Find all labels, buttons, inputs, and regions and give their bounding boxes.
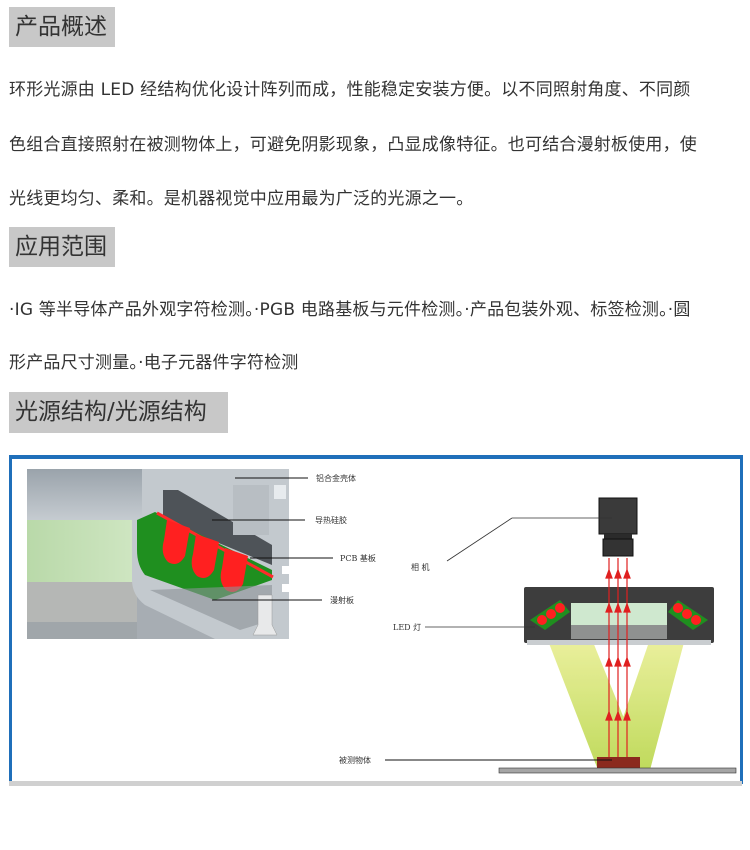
overview-line-1: 环形光源由 LED 经结构优化设计阵列而成，性能稳定安装方便。以不同照射角度、不…	[9, 80, 691, 100]
light-beams	[540, 610, 690, 770]
section-heading-applications: 应用范围	[9, 227, 115, 267]
stage-table	[498, 767, 737, 774]
label-inspected-object: 被测物体	[339, 755, 371, 765]
cross-section-illustration	[27, 469, 290, 639]
camera-icon	[598, 497, 638, 557]
label-aluminum-housing: 铝合金壳体	[316, 473, 356, 483]
diagram-shadow	[9, 781, 742, 786]
label-pcb-board: PCB 基板	[340, 553, 376, 563]
label-thermal-silicone: 导热硅胶	[315, 515, 347, 525]
overview-line-2: 色组合直接照射在被测物体上，可避免阴影现象，凸显成像特征。也可结合漫射板使用，使	[9, 135, 697, 155]
cross-section-leader-lines	[212, 477, 333, 601]
applications-line-1: ·IG 等半导体产品外观字符检测。·PGB 电路基板与元件检测。·产品包装外观、…	[9, 300, 691, 320]
label-diffuser-plate: 漫射板	[330, 595, 354, 605]
section-heading-structure: 光源结构/光源结构	[9, 392, 228, 433]
inspected-object	[597, 757, 640, 769]
reflected-rays	[605, 558, 631, 757]
overview-line-3: 光线更均匀、柔和。是机器视觉中应用最为广泛的光源之一。	[9, 189, 474, 209]
applications-line-2: 形产品尺寸测量。·电子元器件字符检测	[9, 353, 299, 373]
ring-light-icon	[524, 587, 714, 645]
label-led-light: LED 灯	[393, 622, 421, 632]
label-camera: 相 机	[411, 562, 430, 572]
section-heading-overview: 产品概述	[9, 7, 115, 47]
